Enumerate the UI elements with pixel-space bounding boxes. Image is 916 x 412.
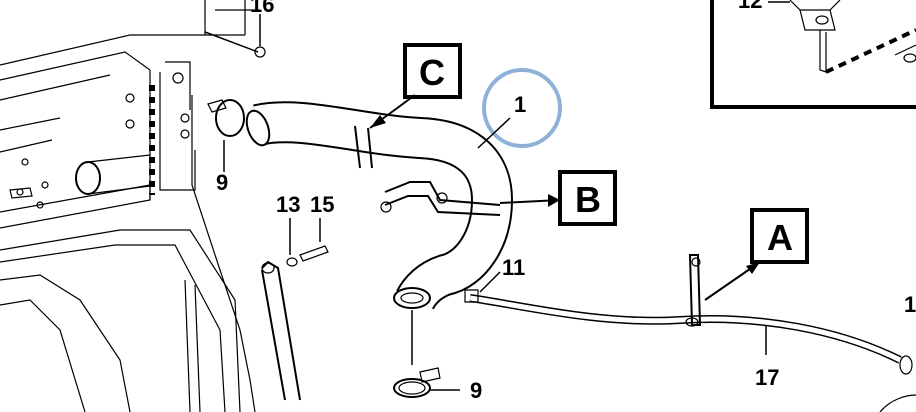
wheel-edge <box>879 394 916 412</box>
part-number-17: 17 <box>755 365 779 390</box>
hose-17 <box>464 254 913 375</box>
part-number-9-top: 9 <box>216 170 228 195</box>
hose-clamp-top <box>207 99 245 172</box>
part-number-12: 12 <box>738 0 762 13</box>
part-number-16: 16 <box>250 0 274 17</box>
detail-inset <box>710 0 916 109</box>
callout-c-label: C <box>419 52 445 93</box>
part-number-11: 11 <box>502 255 525 280</box>
part-number-13: 13 <box>276 192 300 217</box>
callout-b-label: B <box>575 179 601 220</box>
part-number-15: 15 <box>310 192 334 217</box>
part-number-9-bottom: 9 <box>470 378 482 403</box>
part-number-1-right: 1 <box>904 292 916 317</box>
bolt-16 <box>204 14 266 58</box>
bolts-13-15 <box>261 218 329 401</box>
highlight-circle <box>482 68 562 148</box>
coolant-hose <box>245 101 514 311</box>
hose-bracket <box>380 181 501 216</box>
hose-clamp-bottom <box>393 310 460 398</box>
callout-b[interactable]: B <box>499 170 617 226</box>
radiator-frame <box>0 0 260 412</box>
callout-a[interactable]: A <box>704 208 809 301</box>
callout-c[interactable]: C <box>369 43 462 129</box>
callout-a-label: A <box>767 217 793 258</box>
leader-1 <box>477 117 511 149</box>
part-number-1: 1 <box>514 92 526 117</box>
